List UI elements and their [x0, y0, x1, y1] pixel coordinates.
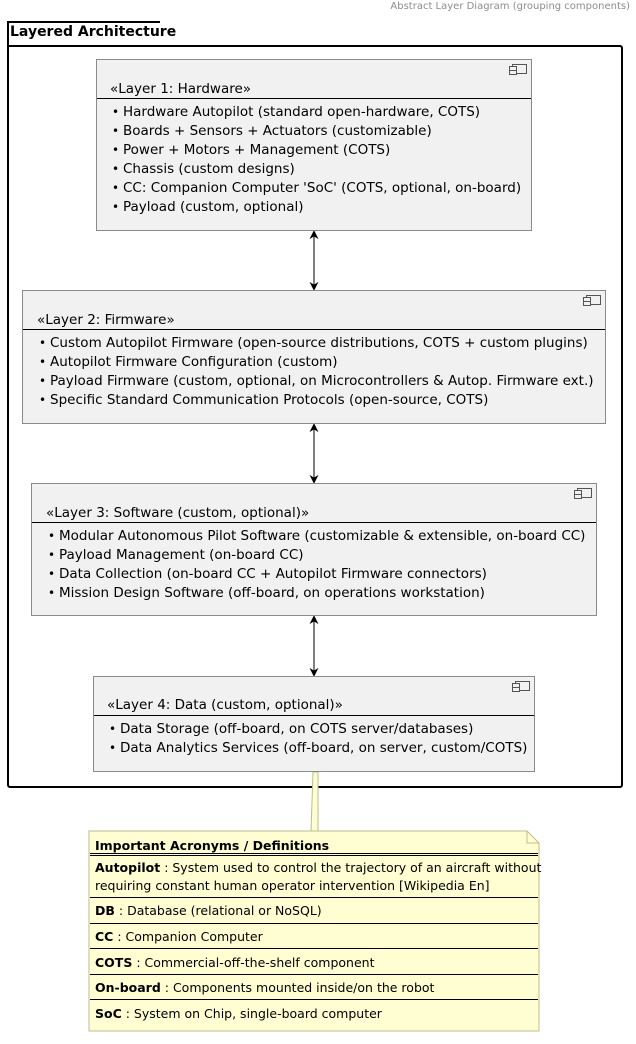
component-icon [583, 295, 601, 306]
layer-1-items: Hardware Autopilot (standard open-hardwa… [112, 103, 521, 217]
component-icon [509, 64, 527, 75]
list-item: Chassis (custom designs) [112, 160, 521, 179]
note-entry-soc: SoC : System on Chip, single-board compu… [95, 1006, 382, 1021]
note-title: Important Acronyms / Definitions [95, 838, 330, 853]
package-title: Layered Architecture [10, 24, 177, 40]
list-item: Payload (custom, optional) [112, 198, 521, 217]
note-entry-onboard: On-board : Components mounted inside/on … [95, 980, 435, 995]
note-entry-cots: COTS : Commercial-off-the-shelf componen… [95, 955, 375, 970]
layer-2-items: Custom Autopilot Firmware (open-source d… [39, 334, 594, 410]
list-item: Mission Design Software (off-board, on o… [48, 584, 585, 603]
component-icon [574, 488, 592, 499]
list-item: Autopilot Firmware Configuration (custom… [39, 353, 594, 372]
list-item: Power + Motors + Management (COTS) [112, 141, 521, 160]
note-separator [90, 853, 538, 854]
note-shape [88, 830, 540, 1032]
note-separator [90, 948, 538, 949]
note-entry-db: DB : Database (relational or NoSQL) [95, 903, 322, 918]
layer-4-items: Data Storage (off-board, on COTS server/… [109, 720, 527, 758]
layer-3-separator [32, 522, 596, 523]
layer-1-title: «Layer 1: Hardware» [110, 81, 252, 97]
note-connector [310, 771, 319, 833]
list-item: Boards + Sensors + Actuators (customizab… [112, 122, 521, 141]
list-item: Specific Standard Communication Protocol… [39, 391, 594, 410]
note-separator [90, 974, 538, 975]
note-separator [90, 999, 538, 1000]
layer-4-title: «Layer 4: Data (custom, optional)» [107, 697, 343, 713]
list-item: Modular Autonomous Pilot Software (custo… [48, 527, 585, 546]
list-item: Data Collection (on-board CC + Autopilot… [48, 565, 585, 584]
note-entry-autopilot-cont: requiring constant human operator interv… [95, 878, 490, 893]
layer-4-separator [94, 715, 534, 716]
layer-2-title: «Layer 2: Firmware» [37, 312, 175, 328]
diagram-caption: Abstract Layer Diagram (grouping compone… [390, 1, 630, 12]
list-item: Payload Management (on-board CC) [48, 546, 585, 565]
list-item: Data Analytics Services (off-board, on s… [109, 739, 527, 758]
note-fold [526, 831, 539, 844]
package-tab [7, 21, 160, 45]
layer-2-separator [23, 329, 605, 330]
component-icon [512, 681, 530, 692]
note-entry-autopilot: Autopilot : System used to control the t… [95, 860, 542, 875]
note-separator [90, 897, 538, 898]
layer-3-items: Modular Autonomous Pilot Software (custo… [48, 527, 585, 603]
list-item: Custom Autopilot Firmware (open-source d… [39, 334, 594, 353]
note-entry-cc: CC : Companion Computer [95, 929, 263, 944]
list-item: Payload Firmware (custom, optional, on M… [39, 372, 594, 391]
list-item: CC: Companion Computer 'SoC' (COTS, opti… [112, 179, 521, 198]
note-separator [90, 923, 538, 924]
list-item: Data Storage (off-board, on COTS server/… [109, 720, 527, 739]
layer-3-title: «Layer 3: Software (custom, optional)» [46, 505, 310, 521]
note-separator [90, 855, 538, 856]
layer-1-separator [97, 98, 531, 99]
list-item: Hardware Autopilot (standard open-hardwa… [112, 103, 521, 122]
